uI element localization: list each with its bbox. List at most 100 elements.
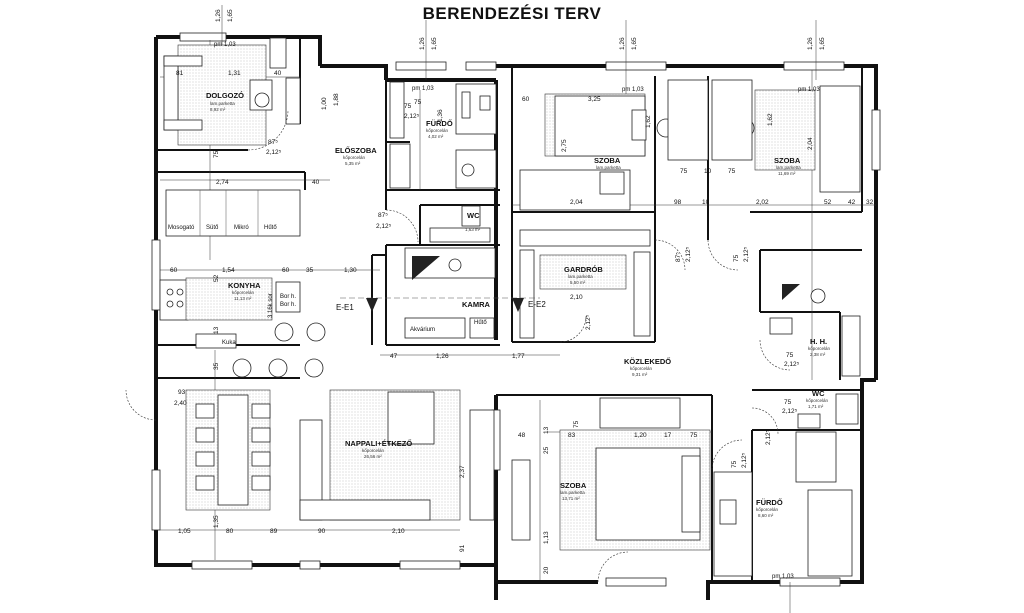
room-furdo1-name: FÜRDŐ [426, 119, 453, 128]
label-huto: Hűtő [264, 225, 277, 231]
dim-upper-right: 2,75 [561, 139, 568, 152]
pm-label: pm 1,03 [412, 86, 434, 92]
dim-lower-left: 2,10 [392, 528, 405, 535]
room-kamra-name: KAMRA [462, 300, 490, 309]
room-wc2-area: 1,71 m² [808, 404, 824, 409]
dim-lower-left: 80 [226, 528, 234, 535]
dim-door-height: 2,12⁵ [765, 429, 772, 445]
dim-door-width: 75 [784, 399, 792, 406]
room-hh-floor: kőporcelán [808, 346, 831, 351]
label-bor1: Bor h. [280, 294, 296, 300]
room-konyha-floor: kőporcelán [232, 290, 255, 295]
room-szoba2-area: 11,69 m² [778, 171, 796, 176]
dim-door-width: 87⁵ [268, 139, 278, 146]
room-furdo1-area: 4,02 m² [428, 134, 444, 139]
dim-door-height: 2,12⁵ [782, 408, 798, 415]
pm-labels: pm 1,03 pm 1,03 pm 1,03 pm 1,03 pm 1,03 [214, 42, 820, 580]
room-hh-name: H. H. [810, 337, 827, 346]
dim-upper-right: 32 [866, 199, 874, 206]
dim-upper-right: 10 [702, 199, 710, 206]
dim-lower-left: 1,35 [213, 515, 220, 528]
dim-furdo1: 75 [414, 99, 422, 106]
dim-lower-right: 1,13 [543, 531, 550, 544]
dim-upper-right: 3,25 [588, 96, 601, 103]
room-eloszoba-name: ELŐSZOBA [335, 146, 377, 155]
dim-top: 1,65 [819, 37, 826, 50]
dim-lower-right: 48 [518, 432, 526, 439]
dim-door-height: 2,12⁵ [266, 149, 282, 156]
dim-lower-right: 13 [543, 426, 550, 434]
dim-lower-right: 75 [690, 432, 698, 439]
dim-dolgozo: 40 [274, 70, 282, 77]
pm-label: pm 1,03 [772, 574, 794, 580]
dim-door-height: 2,12⁵ [784, 361, 800, 368]
dim-kitchen: 13 [213, 326, 220, 334]
dim-lower-right: 83 [568, 432, 576, 439]
dim-lower-left: 1,26 [436, 353, 449, 360]
dim-upper-right: 1,62 [767, 113, 774, 126]
room-wc2-floor: kőporcelán [806, 398, 829, 403]
room-eloszoba-floor: kőporcelán [343, 155, 366, 160]
label-mikro: Mikró [234, 225, 249, 231]
room-szoba3-area: 13,71 m² [562, 496, 580, 501]
dim-lower-left: 89 [270, 528, 278, 535]
room-konyha-area: 11,13 m² [234, 296, 252, 301]
dim-door-width: 75 [404, 103, 412, 110]
dimension-labels: 1,26 1,65 1,26 1,65 1,26 1,65 1,26 1,65 … [170, 9, 874, 574]
dim-upper-right: 60 [522, 96, 530, 103]
dolgozo-furniture [163, 37, 301, 146]
dim-dolgozo: 1,00 [321, 97, 328, 110]
dim-upper-right: 42 [848, 199, 856, 206]
dim-top: 1,65 [227, 9, 234, 22]
utility-furniture [769, 284, 861, 429]
dim-lower-left: 1,77 [512, 353, 525, 360]
dim-lower-left: 1,05 [178, 528, 191, 535]
section-e1: E-E1 [336, 303, 354, 312]
pm-label: pm 1,03 [798, 87, 820, 93]
dim-lower-right: 1,20 [634, 432, 647, 439]
dim-lower-left: 35 [213, 362, 220, 370]
label-sor: 3 16k sor [268, 293, 274, 318]
bath-hall-furniture [389, 81, 497, 339]
dim-door-width: 75 [786, 352, 794, 359]
dim-lower-left: 93 [178, 389, 186, 396]
dim-upper-right: 2,02 [756, 199, 769, 206]
room-szoba2-name: SZOBA [774, 156, 801, 165]
fixture-labels: Mosogató Sütő Mikró Hűtő Kuka Akvárium H… [168, 225, 487, 346]
room-gardrob-area: 5,50 m² [570, 280, 586, 285]
dim-door-width: 75 [731, 460, 738, 468]
room-gardrob-floor: lam.parketta [568, 274, 593, 279]
dim-kitchen: 35 [306, 267, 314, 274]
dim-furdo1: 1,36 [437, 109, 444, 122]
dim-lower-left: 2,40 [174, 400, 187, 407]
pm-label: pm 1,03 [214, 42, 236, 48]
dim-kitchen: 1,54 [222, 267, 235, 274]
dim-kitchen: 60 [170, 267, 178, 274]
dim-lower-left: 90 [318, 528, 326, 535]
dim-lower-right: 20 [543, 566, 550, 574]
dim-lower-left: 47 [390, 353, 398, 360]
dim-door-height: 2,12⁵ [585, 314, 592, 330]
dim-kitchen: 1,30 [344, 267, 357, 274]
room-kozlekedo-area: 9,31 m² [632, 372, 648, 377]
room-wc2-name: WC [812, 389, 825, 398]
dim-upper-right: 10 [704, 168, 712, 175]
dim-upper-right: 52 [824, 199, 832, 206]
dim-door-height: 2,12⁵ [741, 452, 748, 468]
dim-top: 1,65 [631, 37, 638, 50]
room-furdo1-floor: kőporcelán [426, 128, 449, 133]
dim-top: 1,26 [419, 37, 426, 50]
section-markers: E-E1 E-E2 [336, 297, 546, 312]
dim-lower-right: 91 [459, 544, 466, 552]
room-labels: DOLGOZÓ lam.parketta 8,92 m² ELŐSZOBA kő… [206, 91, 831, 518]
living-furniture [185, 389, 495, 521]
label-suto: Sütő [206, 225, 219, 231]
room-kozlekedo-floor: kőporcelán [630, 366, 653, 371]
dim-lower-right: 17 [664, 432, 672, 439]
dim-top: 1,26 [619, 37, 626, 50]
room-furdo2-area: 8,60 m² [758, 513, 774, 518]
dim-upper-right: 1,62 [645, 115, 652, 128]
room-szoba2-floor: lam.parketta [776, 165, 801, 170]
dim-door-width: 75 [573, 420, 580, 428]
